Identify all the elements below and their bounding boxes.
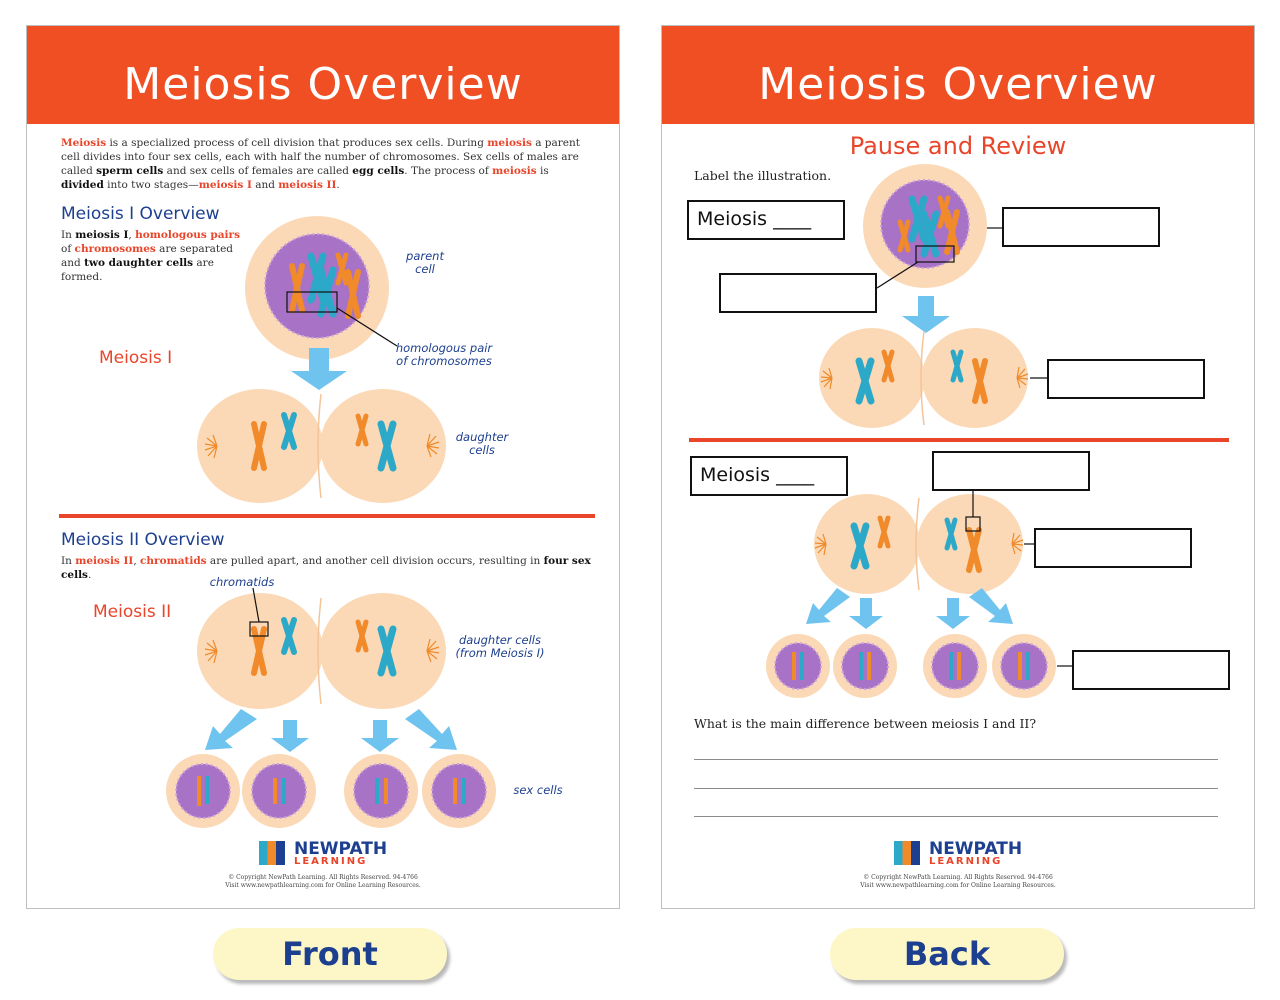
label-daughter-cells-from-meiosis-1: daughter cells (from Meiosis I)	[455, 633, 545, 660]
label-answer-box-3[interactable]	[1047, 359, 1205, 399]
section-divider	[59, 514, 595, 518]
back-header-bar: Meiosis Overview	[662, 26, 1254, 124]
meiosis-1-description: In meiosis I, homologous pairs of chromo…	[61, 229, 240, 283]
answer-line-1[interactable]	[694, 759, 1218, 760]
daughter-cells-1	[197, 389, 446, 503]
section-divider	[689, 438, 1229, 442]
front-intro-text: Meiosis is a specialized process of cell…	[61, 137, 581, 191]
sex-cells	[165, 753, 497, 829]
label-daughter-cells: daughter cells	[455, 430, 509, 457]
term-egg-cells: egg cells	[352, 165, 405, 177]
back-button[interactable]: Back	[830, 928, 1064, 980]
term-meiosis: meiosis	[487, 137, 532, 149]
label-answer-box-1[interactable]	[1002, 207, 1160, 247]
label-chromatids: chromatids	[209, 575, 275, 589]
division-arrows	[205, 709, 457, 752]
front-header-bar: Meiosis Overview	[27, 26, 619, 124]
division-arrows	[806, 588, 1013, 629]
meiosis-1-title: Meiosis I Overview	[61, 204, 220, 224]
label-answer-box-5[interactable]	[1034, 528, 1192, 568]
parent-cell	[245, 216, 398, 360]
label-homologous-pair: homologous pair of chromosomes	[395, 341, 493, 368]
term-meiosis-1: meiosis I	[198, 179, 252, 191]
back-meiosis-illustration	[689, 164, 1229, 699]
newpath-logo: NEWPATH LEARNING © Copyright NewPath Lea…	[662, 841, 1254, 890]
review-daughter-cells-2	[814, 490, 1034, 594]
meiosis-2-description: In meiosis II, chromatids are pulled apa…	[61, 555, 591, 581]
front-page-title: Meiosis Overview	[123, 59, 523, 110]
term-meiosis-2: meiosis II	[278, 179, 337, 191]
logo-book-icon	[258, 841, 285, 865]
logo-book-icon	[893, 841, 920, 865]
term-sperm-cells: sperm cells	[96, 165, 164, 177]
front-button[interactable]: Front	[213, 928, 447, 980]
label-answer-box-6[interactable]	[1072, 650, 1230, 690]
back-page-title: Meiosis Overview	[758, 59, 1158, 110]
arrow-icon	[291, 348, 347, 390]
meiosis-2-title: Meiosis II Overview	[61, 530, 225, 550]
label-answer-box-4[interactable]	[932, 451, 1090, 491]
label-answer-box-2[interactable]	[719, 273, 877, 313]
copyright-text: © Copyright NewPath Learning. All Rights…	[860, 874, 1056, 889]
review-question: What is the main difference between meio…	[694, 716, 1037, 731]
copyright-text: © Copyright NewPath Learning. All Rights…	[225, 874, 421, 889]
newpath-logo: NEWPATH LEARNING © Copyright NewPath Lea…	[27, 841, 619, 890]
pause-and-review-subtitle: Pause and Review	[849, 132, 1067, 160]
term-meiosis: meiosis	[492, 165, 537, 177]
stage-label-meiosis-1: Meiosis I	[99, 348, 173, 368]
label-parent-cell: parent cell	[406, 249, 444, 276]
front-meiosis-illustration	[165, 216, 497, 829]
term-meiosis: Meiosis	[61, 137, 107, 149]
instruction-text: Label the illustration.	[694, 168, 832, 183]
daughter-cells-2	[197, 587, 446, 709]
front-page: Meiosis Overview Meiosis is a specialize…	[26, 25, 620, 909]
stage-label-meiosis-2: Meiosis II	[93, 602, 172, 622]
review-parent-cell	[863, 164, 1002, 289]
label-sex-cells: sex cells	[513, 783, 563, 797]
meiosis-stage-box-1[interactable]: Meiosis ____	[687, 200, 845, 240]
answer-line-3[interactable]	[694, 816, 1218, 817]
arrow-icon	[902, 296, 950, 333]
back-page: Meiosis Overview Pause and Review Label …	[661, 25, 1255, 909]
answer-line-2[interactable]	[694, 788, 1218, 789]
term-divided: divided	[61, 179, 104, 191]
review-sex-cells	[765, 633, 1072, 699]
review-daughter-cells-1	[819, 328, 1048, 428]
meiosis-stage-box-2[interactable]: Meiosis ____	[690, 456, 848, 496]
